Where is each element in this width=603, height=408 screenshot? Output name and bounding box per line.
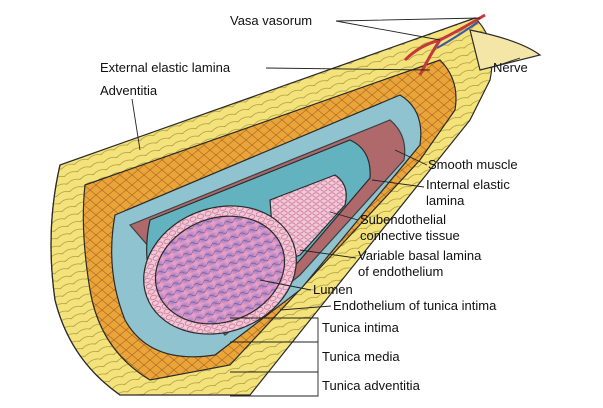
- label-tunica-intima: Tunica intima: [322, 320, 400, 335]
- label-subendothelial-2: connective tissue: [360, 228, 460, 243]
- adventitia-front-edge: [50, 164, 121, 396]
- leader-vasa: [335, 17, 481, 41]
- label-nerve: Nerve: [493, 60, 528, 75]
- label-smooth-muscle: Smooth muscle: [428, 157, 518, 172]
- label-subendothelial-1: Subendothelial: [360, 212, 446, 227]
- lumen-opening: [154, 215, 286, 325]
- label-basal-lamina-2: of endothelium: [358, 264, 443, 279]
- vasa-vasorum-vein: [436, 21, 479, 49]
- label-endothelium: Endothelium of tunica intima: [333, 298, 497, 313]
- label-tunica-adventitia: Tunica adventitia: [322, 378, 421, 393]
- leader-internal: [371, 179, 425, 188]
- leader-external: [265, 67, 431, 71]
- leader-nerve: [489, 57, 521, 69]
- leader-basal: [299, 249, 357, 259]
- label-internal-elastic-1: Internal elastic: [426, 177, 510, 192]
- leader-subendo: [329, 211, 359, 221]
- leader-lumen: [259, 279, 312, 291]
- label-internal-elastic-2: lamina: [426, 193, 465, 208]
- label-tunica-media: Tunica media: [322, 349, 400, 364]
- label-external-elastic-lamina: External elastic lamina: [100, 60, 231, 75]
- label-lumen: Lumen: [313, 282, 353, 297]
- leader-endothelium: [279, 305, 332, 311]
- layer-bracket: [230, 317, 319, 397]
- label-basal-lamina-1: Variable basal lamina: [358, 248, 482, 263]
- label-vasa-vasorum: Vasa vasorum: [230, 13, 312, 28]
- leader-adventitia: [131, 98, 141, 151]
- leader-smooth: [394, 149, 428, 166]
- label-adventitia: Adventitia: [100, 83, 158, 98]
